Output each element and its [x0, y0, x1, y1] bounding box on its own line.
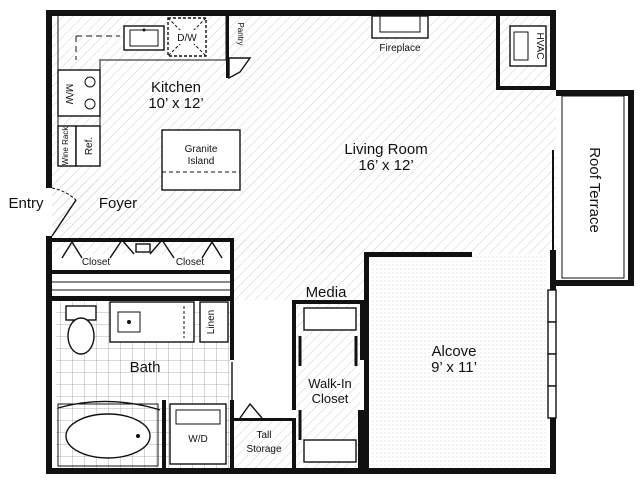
wine-rack: Wine Rack: [57, 125, 77, 167]
living-room-label: Living Room: [344, 141, 427, 158]
alcove-size: 9’ x 11’: [431, 359, 477, 376]
media-label: Media: [306, 284, 348, 301]
washer-dryer-label: W/D: [188, 434, 207, 445]
pantry-label: Pantry: [236, 22, 245, 45]
storage-door[interactable]: [239, 402, 263, 419]
alcove-label: Alcove: [431, 343, 476, 360]
bath-label: Bath: [130, 359, 161, 376]
walk-in-shelving: [298, 307, 358, 463]
fireplace-label: Fireplace: [379, 43, 421, 54]
tall-storage-label-2: Storage: [246, 444, 281, 455]
hvac-unit: HVAC: [509, 25, 547, 67]
microwave-label: M/W: [63, 84, 74, 105]
entry-door[interactable]: [51, 187, 77, 237]
alcove-windows: [547, 289, 557, 419]
living-lower-floor: [234, 240, 364, 300]
hvac-label: HVAC: [534, 32, 545, 59]
granite-island-label-1: Granite: [185, 144, 218, 155]
toilet: [65, 305, 97, 355]
range-microwave: M/W: [57, 69, 101, 117]
roof-terrace-label: Roof Terrace: [586, 147, 603, 233]
walk-in-closet-label-1: Walk-In: [308, 376, 352, 391]
entry-label: Entry: [8, 195, 44, 212]
washer-dryer: W/D: [169, 403, 227, 465]
linen-label: Linen: [206, 310, 217, 334]
kitchen-sink: [123, 25, 165, 51]
living-room-size: 16’ x 12’: [358, 157, 413, 174]
kitchen-size: 10’ x 12’: [148, 95, 203, 112]
tall-storage-floor: [234, 420, 294, 470]
refrigerator-label: Ref.: [84, 137, 95, 155]
wine-rack-label: Wine Rack: [61, 126, 70, 166]
bathtub: [57, 400, 161, 467]
tall-storage-label-1: Tall: [256, 430, 271, 441]
dishwasher-label: D/W: [177, 33, 197, 44]
walk-in-closet-label-2: Closet: [312, 391, 349, 406]
closet-right-label: Closet: [176, 257, 205, 268]
foyer-label: Foyer: [99, 195, 137, 212]
pantry[interactable]: Pantry: [228, 22, 252, 80]
granite-island: Granite Island: [161, 129, 241, 191]
linen-closet[interactable]: Linen: [199, 301, 229, 343]
closet-doors[interactable]: [61, 238, 223, 259]
kitchen-label: Kitchen: [151, 79, 201, 96]
fireplace: Fireplace: [371, 15, 429, 54]
bath-vanity: [109, 301, 195, 343]
granite-island-label-2: Island: [188, 156, 215, 167]
closet-left-label: Closet: [82, 257, 111, 268]
dishwasher: D/W: [167, 17, 207, 57]
refrigerator: Ref.: [75, 125, 101, 167]
terrace-floor: [560, 90, 632, 282]
roof-terrace-frame: [552, 90, 634, 286]
interior-walls: [52, 16, 550, 470]
alcove-floor: [370, 256, 548, 470]
